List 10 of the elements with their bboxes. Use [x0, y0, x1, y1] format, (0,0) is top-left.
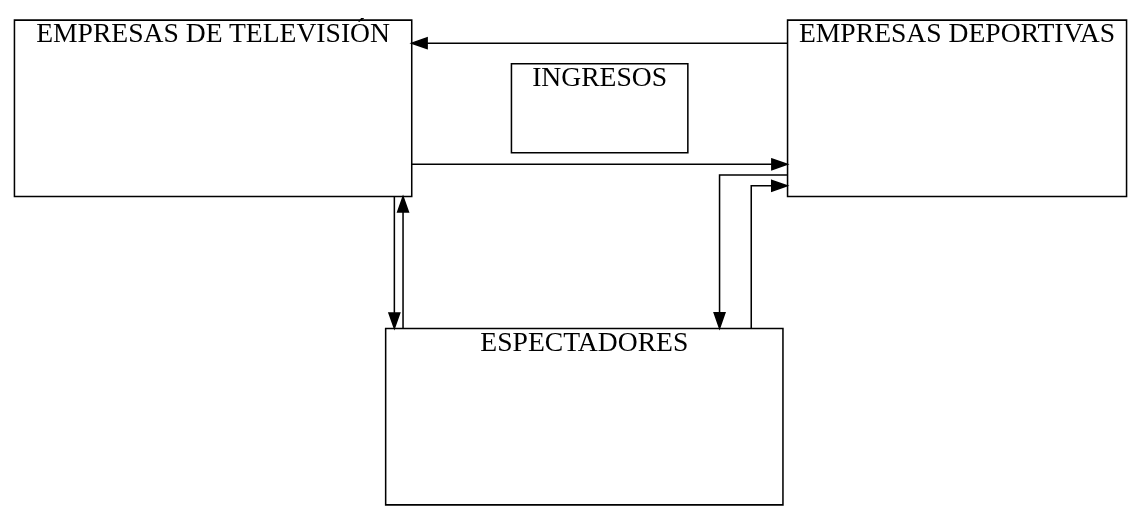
- arrow: [396, 194, 410, 330]
- arrow: [750, 179, 790, 329]
- node-box: EMPRESAS DE TELEVISIÓN: [13, 19, 413, 198]
- arrow: [713, 174, 788, 331]
- node-box: INGRESOS: [510, 63, 689, 154]
- arrow: [387, 195, 401, 331]
- arrow: [411, 157, 790, 171]
- node-box: ESPECTADORES: [384, 327, 784, 506]
- node-box: EMPRESAS DEPORTIVAS: [786, 19, 1128, 198]
- arrow: [409, 36, 789, 50]
